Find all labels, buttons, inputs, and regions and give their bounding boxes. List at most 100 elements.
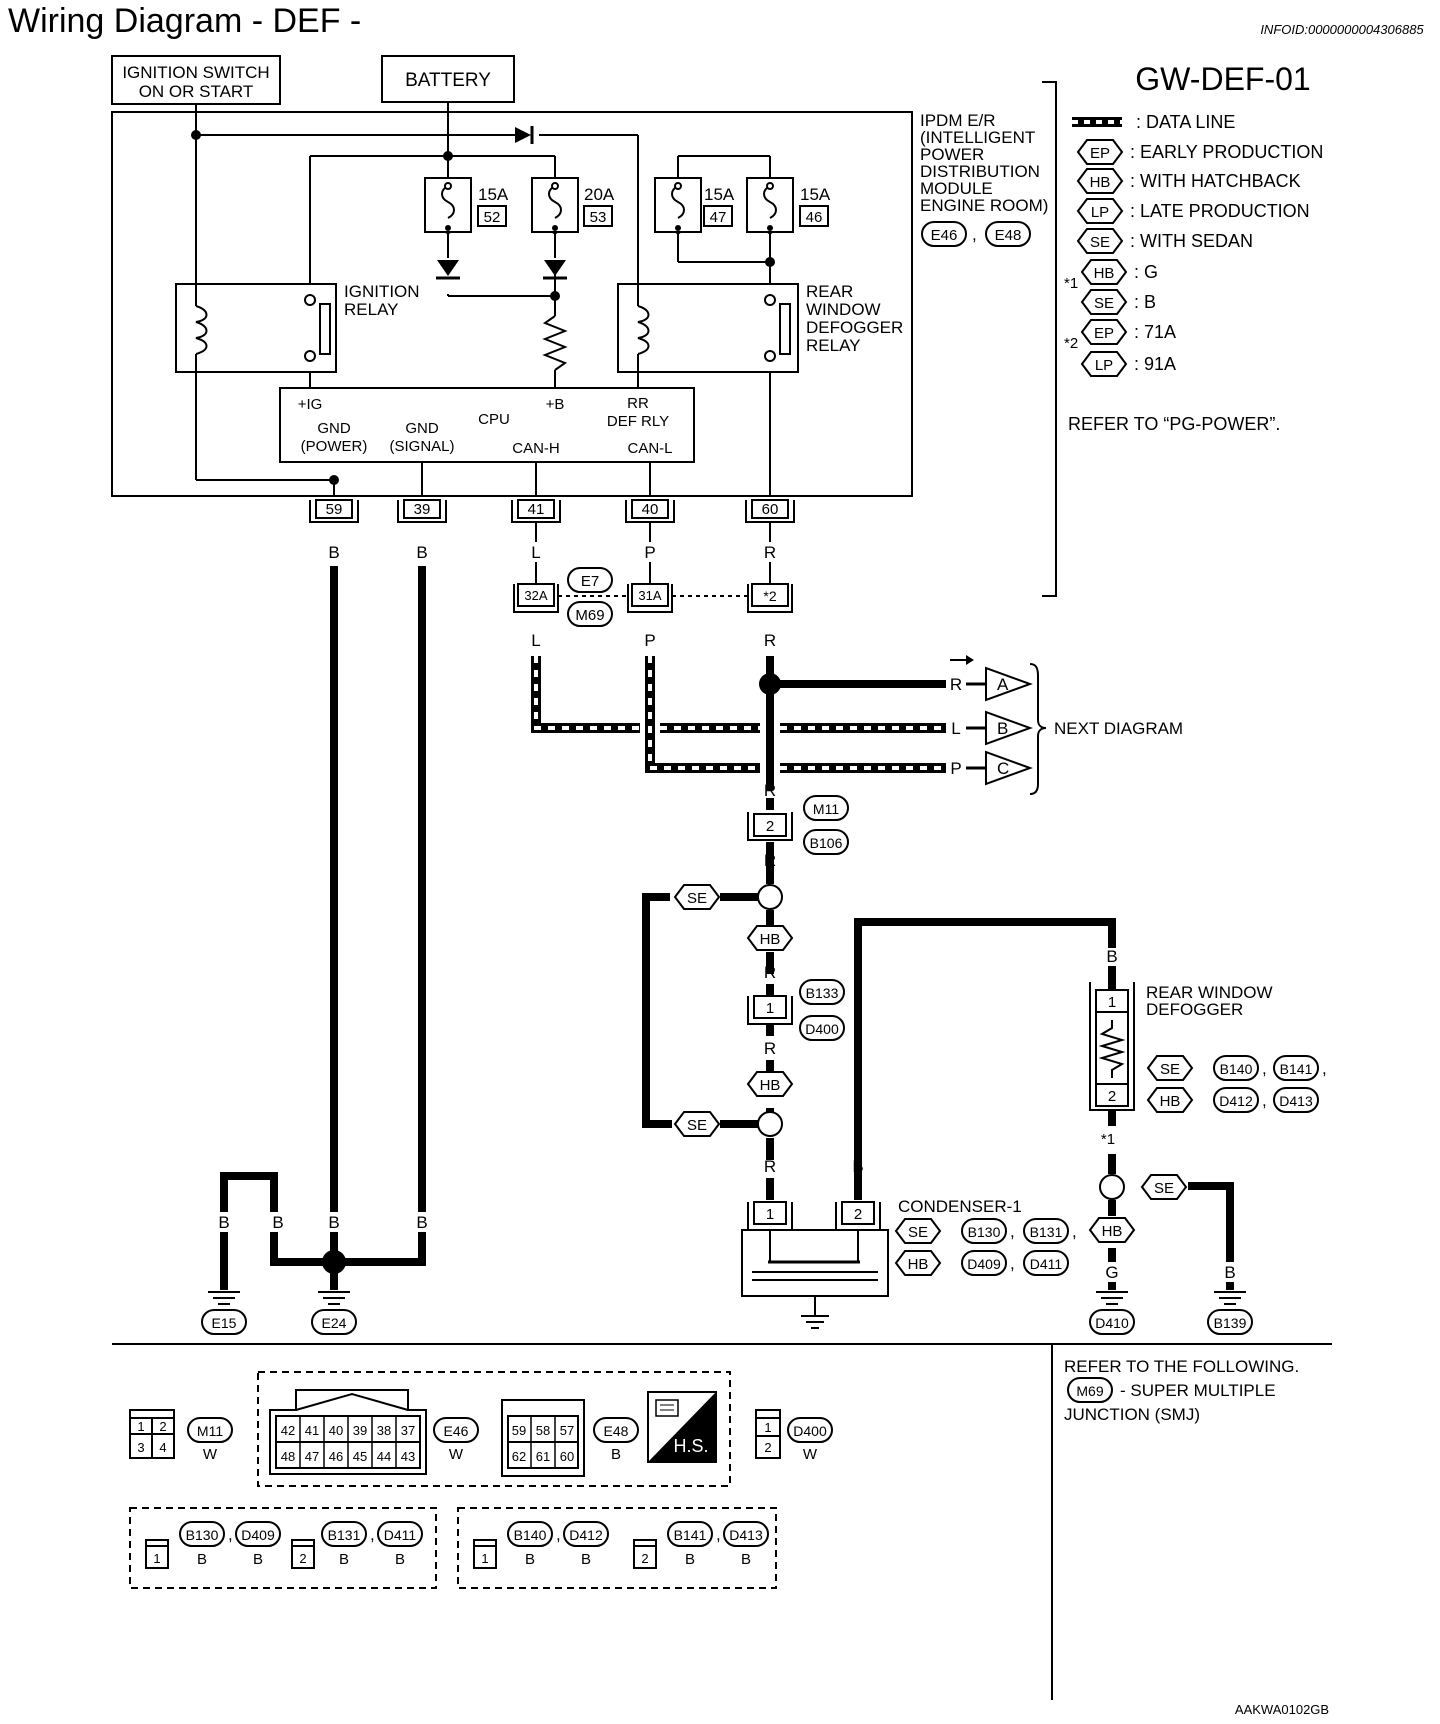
- wire-color: B: [852, 1157, 863, 1176]
- svg-text:D412: D412: [1219, 1093, 1253, 1109]
- wire-color: R: [764, 781, 776, 800]
- svg-text:2: 2: [854, 1206, 862, 1223]
- svg-text:15A: 15A: [478, 185, 509, 204]
- connector-color: W: [449, 1446, 464, 1463]
- connector-code: B131: [1023, 1218, 1069, 1244]
- connector-color: B: [253, 1551, 263, 1568]
- connector-code: B133: [799, 979, 845, 1005]
- inline-connector: 2: [747, 812, 793, 841]
- small-connector: 2: [633, 1539, 657, 1569]
- svg-text:DEF RLY: DEF RLY: [607, 413, 669, 430]
- connector-code: D409: [235, 1521, 281, 1547]
- connector-code: E46: [433, 1417, 479, 1443]
- svg-text:B: B: [272, 1213, 283, 1232]
- svg-text:31A: 31A: [638, 588, 661, 603]
- separator: ,: [972, 225, 977, 244]
- svg-text:IGNITION: IGNITION: [344, 282, 420, 301]
- svg-text:1: 1: [764, 1420, 771, 1435]
- footer-refer: REFER TO THE FOLLOWING. M69 - SUPER MULT…: [1064, 1357, 1299, 1424]
- svg-text:2: 2: [766, 818, 774, 835]
- svg-text:41: 41: [528, 501, 545, 518]
- svg-text:D400: D400: [793, 1423, 827, 1439]
- ground-code: B139: [1207, 1309, 1253, 1335]
- inline-joint: [1099, 1174, 1125, 1200]
- connector-code: D412: [1213, 1087, 1259, 1113]
- svg-text:1: 1: [766, 1000, 774, 1017]
- svg-text:HB: HB: [908, 1256, 929, 1273]
- svg-text:B: B: [997, 719, 1008, 738]
- ipdm-pin: 41: [511, 499, 561, 523]
- svg-text:L: L: [951, 719, 960, 738]
- svg-text:CAN-L: CAN-L: [627, 440, 672, 457]
- svg-text:2: 2: [299, 1551, 306, 1566]
- svg-text:A: A: [997, 675, 1009, 694]
- svg-text:SE: SE: [908, 1224, 928, 1241]
- small-connector: 2: [291, 1539, 315, 1569]
- cpu-block: +IG GND (POWER) GND (SIGNAL) CPU +B CAN-…: [279, 387, 695, 463]
- legend-se-symbol: SE: [1077, 228, 1123, 254]
- svg-text:RR: RR: [627, 395, 649, 412]
- wire-color: B: [1224, 1263, 1235, 1282]
- connector-color: W: [803, 1446, 818, 1463]
- page-title: Wiring Diagram - DEF -: [8, 2, 361, 40]
- svg-text:D412: D412: [569, 1527, 603, 1543]
- connector-code: D409: [961, 1250, 1007, 1276]
- svg-text:42: 42: [281, 1423, 295, 1438]
- svg-text:1: 1: [137, 1419, 144, 1434]
- svg-text:60: 60: [762, 501, 779, 518]
- legend-star1-mark: *1: [1064, 275, 1078, 292]
- connector-code: B140: [507, 1521, 553, 1547]
- legend-refer: REFER TO “PG-POWER”.: [1068, 414, 1280, 434]
- connector-code: D413: [1273, 1087, 1319, 1113]
- svg-text:NEXT DIAGRAM: NEXT DIAGRAM: [1054, 719, 1183, 738]
- svg-text:ON OR START: ON OR START: [139, 82, 254, 101]
- connector-face-m11: 1 2 3 4: [129, 1409, 175, 1459]
- svg-text:B140: B140: [1220, 1061, 1253, 1077]
- svg-text:57: 57: [560, 1423, 574, 1438]
- svg-text:SE: SE: [1160, 1061, 1180, 1078]
- svg-text:+B: +B: [546, 396, 565, 413]
- se-variant-symbol: SE: [1141, 1174, 1187, 1200]
- svg-text:B130: B130: [968, 1224, 1001, 1240]
- connector-group-dashed: [257, 1371, 731, 1487]
- svg-text:DEFOGGER: DEFOGGER: [1146, 1000, 1243, 1019]
- diode: [436, 260, 460, 280]
- separator: ,: [556, 1525, 561, 1544]
- diode: [515, 126, 534, 144]
- splice: [322, 1250, 346, 1274]
- svg-text:E24: E24: [322, 1315, 347, 1331]
- svg-text:1: 1: [153, 1551, 160, 1566]
- svg-text:B131: B131: [328, 1527, 361, 1543]
- svg-text:E46: E46: [444, 1423, 469, 1439]
- connector-code: E46: [921, 221, 967, 247]
- svg-text:47: 47: [710, 209, 727, 226]
- svg-text:RELAY: RELAY: [806, 336, 861, 355]
- signal-wires: [535, 522, 771, 584]
- connector-code: E7: [567, 567, 613, 593]
- svg-text:GND: GND: [317, 420, 351, 437]
- svg-text:45: 45: [353, 1449, 367, 1464]
- svg-text:46: 46: [806, 209, 823, 226]
- svg-text:SE: SE: [1090, 234, 1110, 251]
- svg-text:+IG: +IG: [298, 396, 323, 413]
- ipdm-pin: 59: [309, 499, 359, 523]
- svg-text:IPDM E/R: IPDM E/R: [920, 111, 996, 130]
- hb-variant-symbol: HB: [1147, 1087, 1193, 1113]
- wire-color: R: [764, 1039, 776, 1058]
- svg-text:15A: 15A: [800, 185, 831, 204]
- defogger-relay: REAR WINDOW DEFOGGER RELAY: [617, 282, 903, 373]
- separator: ,: [1072, 1222, 1077, 1241]
- star-mark: *1: [1101, 1131, 1115, 1148]
- svg-text:41: 41: [305, 1423, 319, 1438]
- connector-code: E48: [593, 1417, 639, 1443]
- diode: [543, 260, 567, 280]
- connector-face-e48: 59 58 57 62 61 60: [501, 1399, 585, 1477]
- connector-code: B130: [179, 1521, 225, 1547]
- svg-text:53: 53: [590, 209, 607, 226]
- svg-text:B: B: [416, 1213, 427, 1232]
- legend-text: : DATA LINE: [1136, 112, 1235, 132]
- svg-text:40: 40: [329, 1423, 343, 1438]
- legend-hb-symbol: HB: [1081, 259, 1127, 285]
- svg-text:B133: B133: [806, 985, 839, 1001]
- hs-mark: H.S.: [647, 1391, 717, 1463]
